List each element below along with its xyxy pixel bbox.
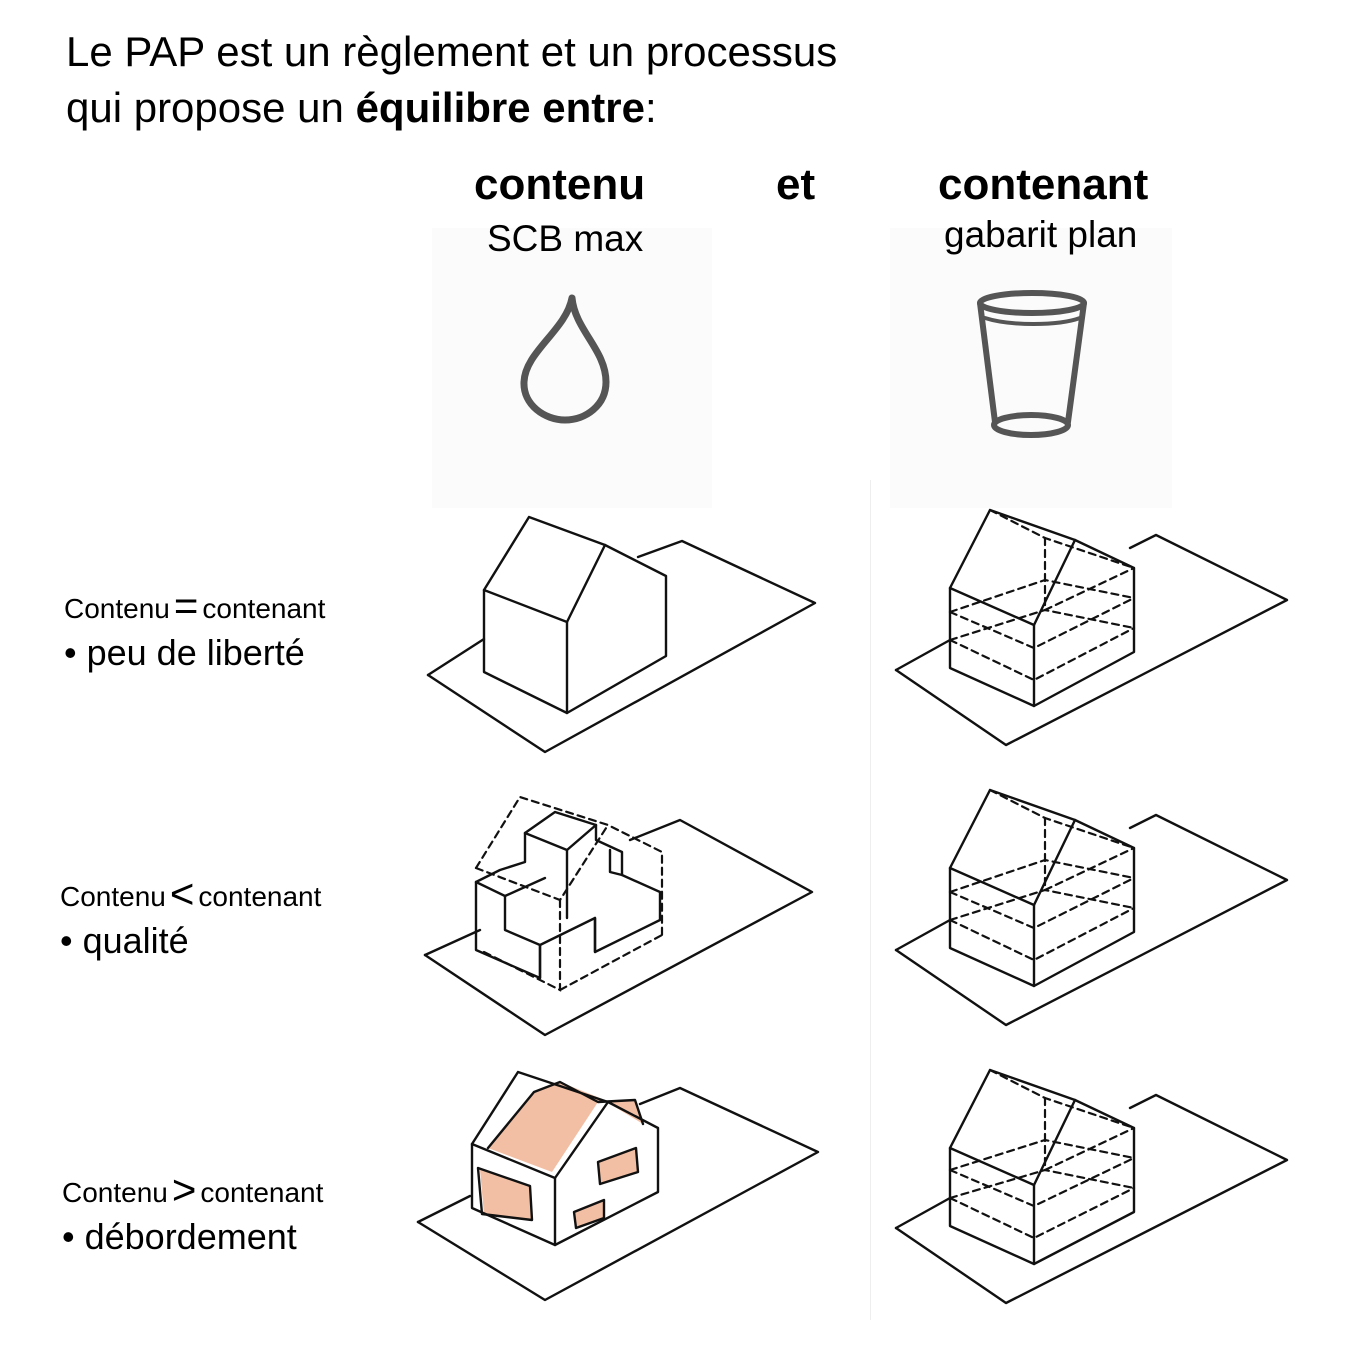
parcel-outline [894, 1093, 1289, 1305]
parcel-outline [894, 813, 1289, 1027]
row-word-b: contenant [202, 593, 326, 624]
contenant-panel [890, 228, 1172, 508]
envelope-outline [474, 795, 664, 937]
parcel-outline [423, 818, 814, 1037]
parcel-outline [416, 1086, 820, 1302]
contenant-heading: contenant [938, 160, 1149, 209]
contenu-panel [432, 228, 712, 508]
column-divider [870, 480, 871, 1320]
contenu-heading: contenu [474, 160, 646, 209]
row-note: • peu de liberté [64, 632, 305, 673]
contenant-subtitle: gabarit plan [944, 214, 1138, 255]
row-word-a: Contenu [62, 1177, 168, 1208]
row-word-b: contenant [198, 881, 322, 912]
greater-operator: > [171, 1166, 197, 1213]
parcel-outline [426, 539, 817, 754]
row-word-a: Contenu [64, 593, 170, 624]
row-note: • qualité [60, 920, 189, 961]
row-word-a: Contenu [60, 881, 166, 912]
title-line-2-suffix: : [644, 84, 657, 131]
contenu-subtitle: SCB max [487, 218, 644, 259]
row-note: • débordement [62, 1216, 297, 1257]
title-line-2-prefix: qui propose un [66, 84, 356, 131]
row-label-less: Contenu<contenant • qualité [60, 872, 321, 963]
parcel-outline [894, 533, 1289, 747]
row-word-b: contenant [200, 1177, 324, 1208]
title-line-1: Le PAP est un règlement et un processus [66, 28, 838, 75]
equal-operator: = [173, 582, 199, 629]
row-label-greater: Contenu>contenant • débordement [62, 1168, 323, 1259]
page-title: Le PAP est un règlement et un processus … [66, 24, 837, 136]
conjunction-et: et [776, 160, 816, 209]
roof-overflow [488, 1082, 643, 1172]
less-operator: < [169, 870, 195, 917]
title-emphasis: équilibre entre [355, 84, 645, 131]
row-label-equal: Contenu=contenant • peu de liberté [64, 584, 325, 675]
title-line-2: qui propose un équilibre entre: [66, 80, 837, 136]
